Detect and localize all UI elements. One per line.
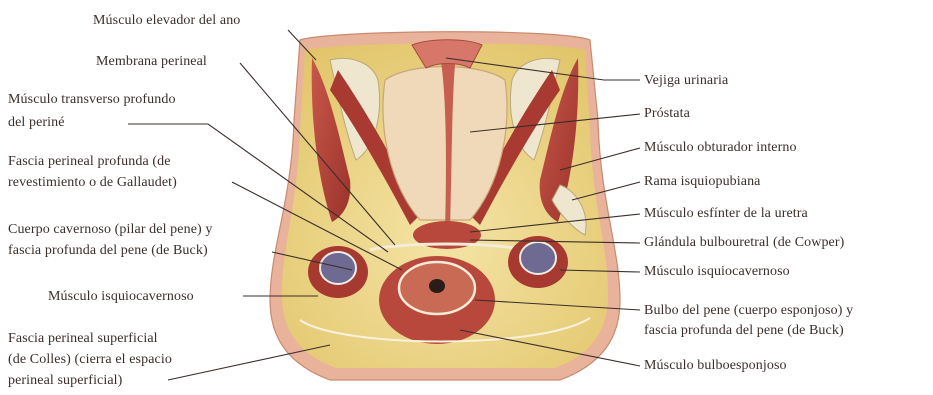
label-superficial-fascia-line2: (de Colles) (cierra el espacio [8,351,172,368]
label-crus-line2: fascia profunda del pene (de Buck) [8,242,208,259]
label-levator-ani: Músculo elevador del ano [93,12,240,29]
label-crus-line1: Cuerpo cavernoso (pilar del pene) y [8,221,212,238]
spongy-urethra [429,279,445,293]
label-superficial-fascia-line1: Fascia perineal superficial [8,330,158,347]
label-deep-fascia-line2: revestimiento o de Gallaudet) [8,174,177,191]
label-bulbourethral-gland: Glándula bulbouretral (de Cowper) [644,234,844,251]
label-bulb-line2: fascia profunda del pene (de Buck) [644,322,844,339]
label-ischiocavernosus-right: Músculo isquiocavernoso [644,263,790,280]
label-bulbospongiosus: Músculo bulboesponjoso [644,357,787,374]
label-superficial-fascia-line3: perineal superficial) [8,372,122,389]
label-prostate: Próstata [644,105,690,122]
label-obturator-internus: Músculo obturador interno [644,139,797,156]
label-deep-transverse-line1: Músculo transverso profundo [8,91,176,108]
label-urethral-sphincter: Músculo esfínter de la uretra [644,205,808,222]
crus-right [520,242,556,274]
label-bulb-line1: Bulbo del pene (cuerpo esponjoso) y [644,302,853,319]
label-bladder: Vejiga urinaria [644,72,728,89]
label-ischiopubic-ramus: Rama isquiopubiana [644,173,761,190]
label-deep-fascia-line1: Fascia perineal profunda (de [8,153,171,170]
label-deep-transverse-line2: del periné [8,114,65,131]
crus-left [320,252,356,284]
label-ischiocavernosus-left: Músculo isquiocavernoso [48,288,194,305]
label-perineal-membrane: Membrana perineal [96,53,207,70]
